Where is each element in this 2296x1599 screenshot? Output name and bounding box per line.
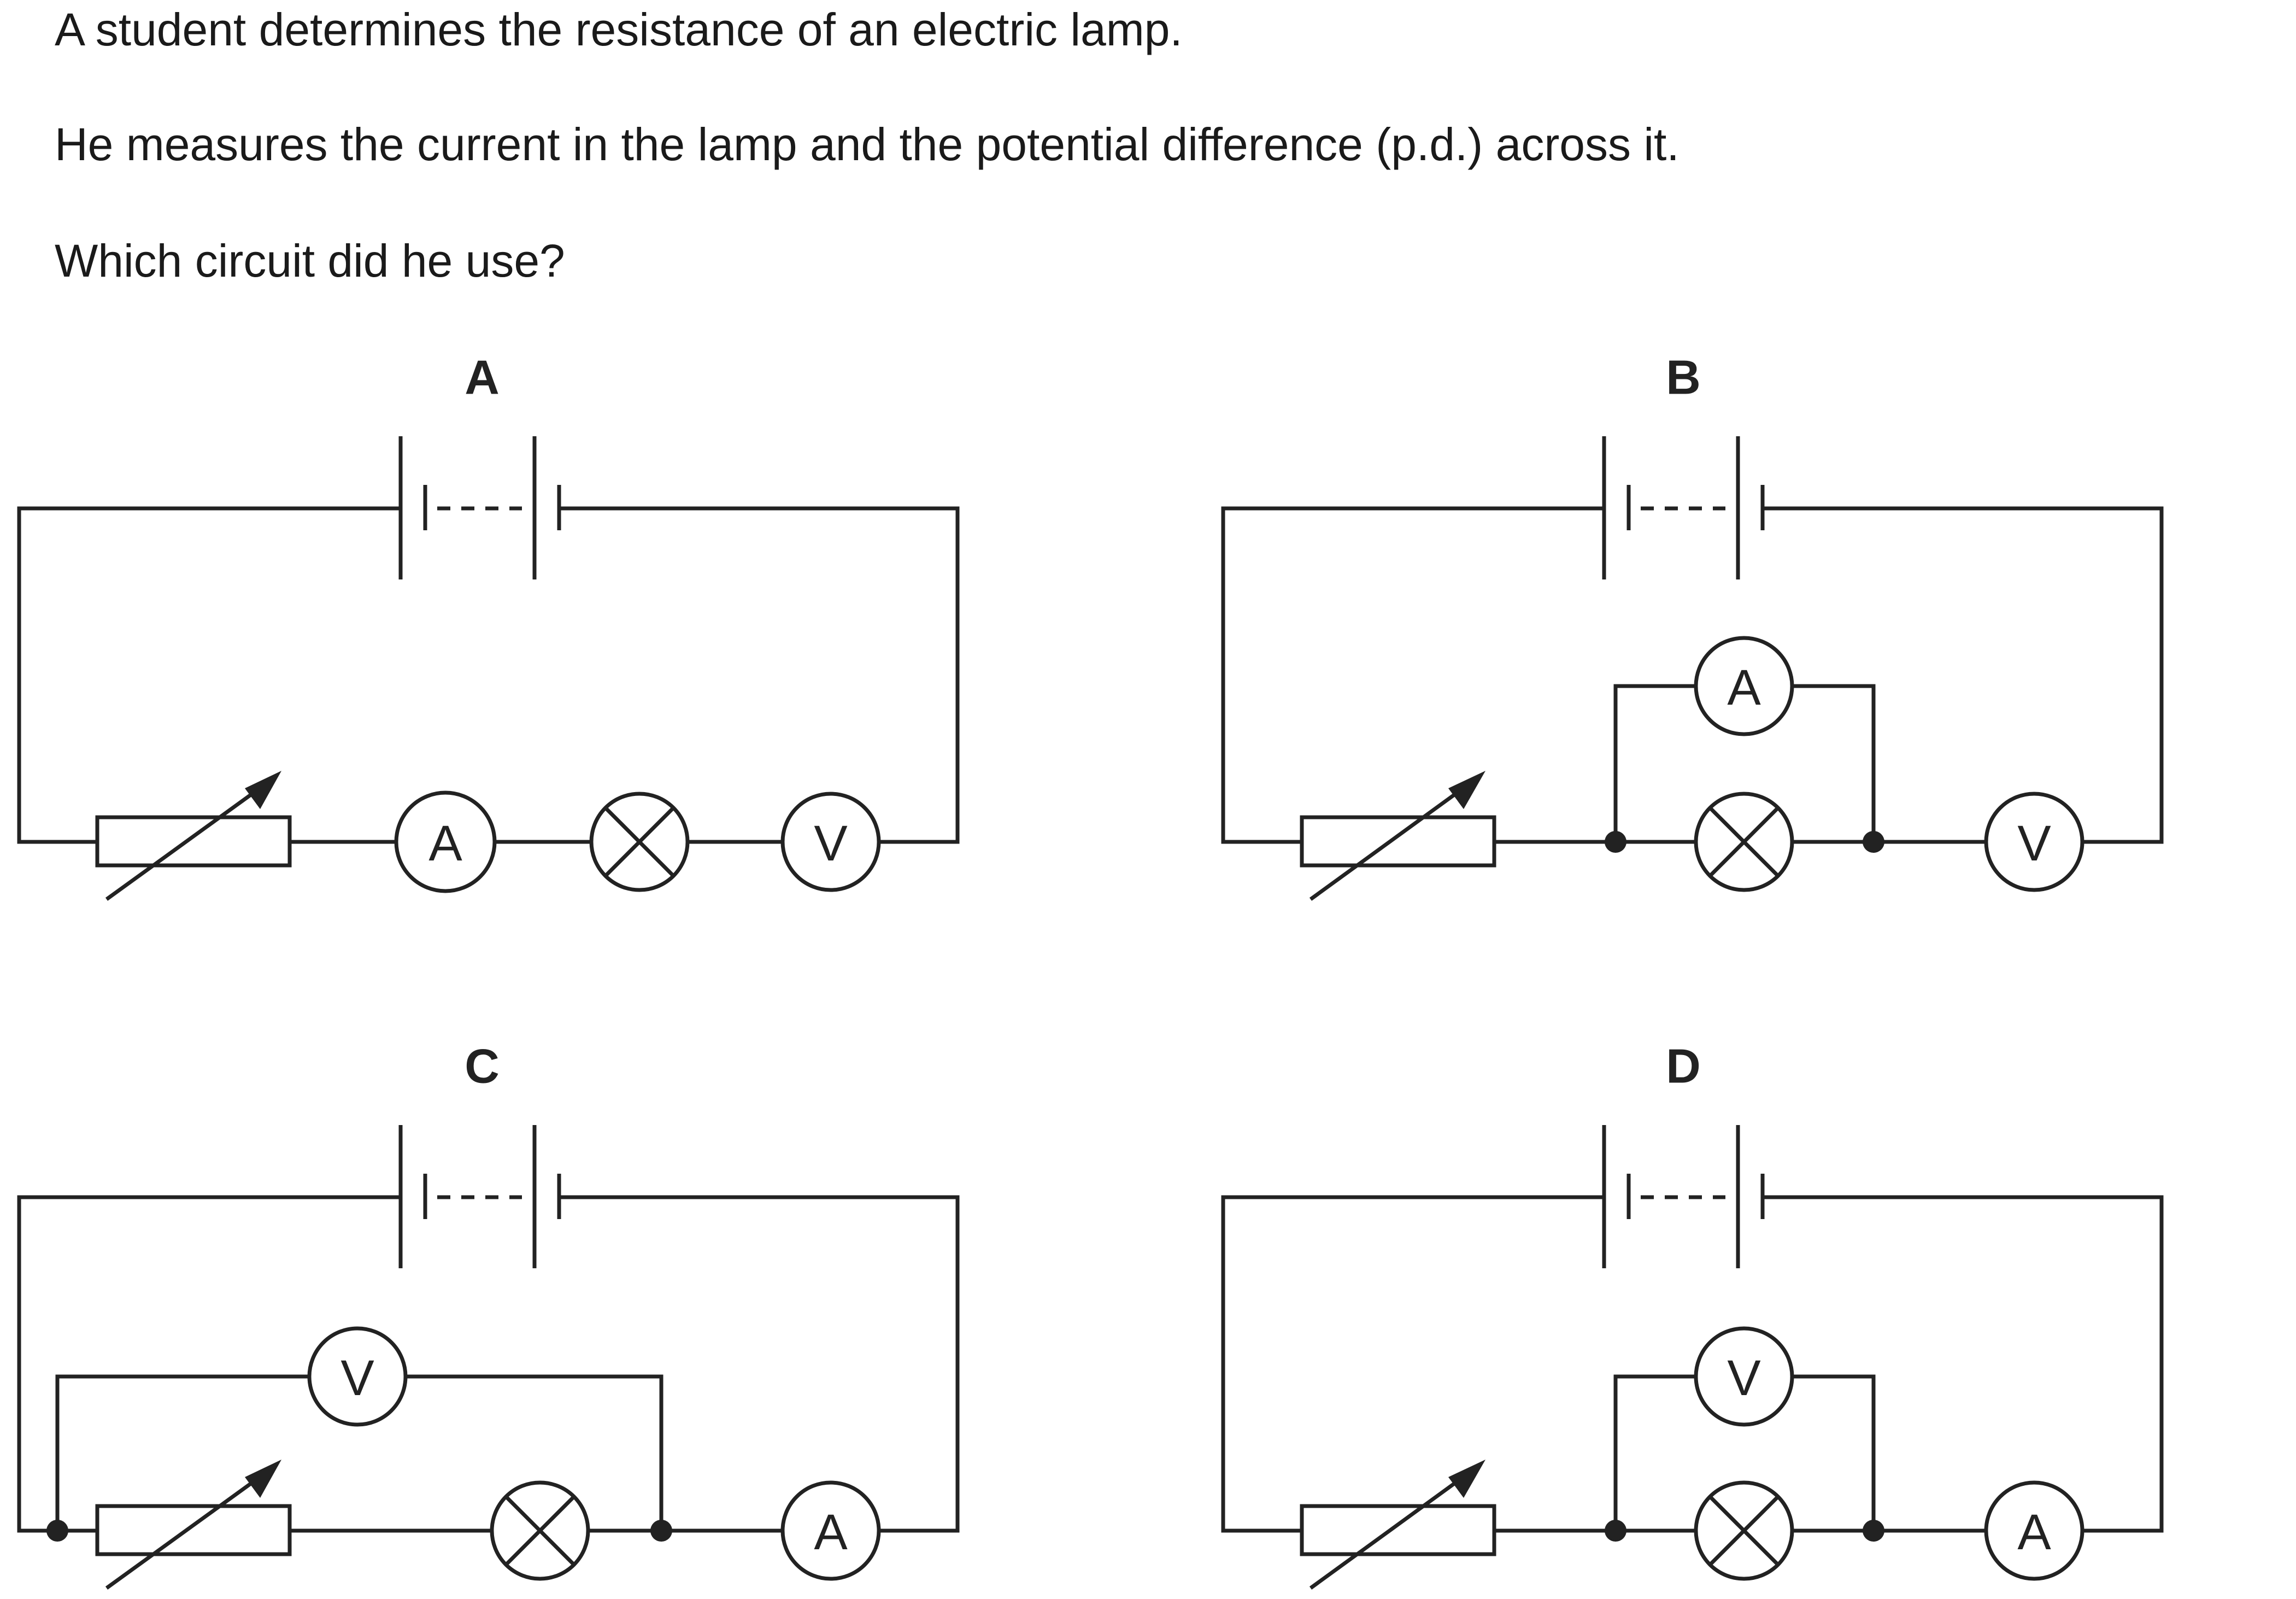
wire xyxy=(1763,506,2164,844)
wire xyxy=(1793,684,1876,842)
lamp-icon xyxy=(1694,1480,1794,1581)
question-line-1: A student determines the resistance of a… xyxy=(55,4,1183,55)
junction-dot-icon xyxy=(1605,1520,1626,1542)
variable-resistor-icon xyxy=(1300,771,1496,901)
ammeter-label: A xyxy=(2017,1504,2051,1560)
ammeter-icon: A xyxy=(780,1480,881,1581)
option-letter-a: A xyxy=(465,350,500,405)
battery-icon xyxy=(398,436,561,579)
junction-dot-icon xyxy=(46,1520,68,1542)
wire xyxy=(559,1195,960,1533)
voltmeter-label: V xyxy=(340,1350,374,1406)
ammeter-label: A xyxy=(1727,660,1761,716)
voltmeter-icon: V xyxy=(1984,792,2084,892)
variable-resistor-icon xyxy=(95,771,292,901)
voltmeter-icon: V xyxy=(1694,1326,1794,1427)
junction-dot-icon xyxy=(1605,831,1626,853)
lamp-icon xyxy=(1694,792,1794,892)
wire xyxy=(1221,1195,1604,1533)
wire xyxy=(1613,684,1695,842)
circuit-option-a: A A xyxy=(17,350,960,901)
ammeter-icon: A xyxy=(394,790,497,893)
option-letter-b: B xyxy=(1666,350,1701,405)
voltmeter-label: V xyxy=(814,816,847,871)
circuit-option-d: D V xyxy=(1221,1039,2164,1590)
variable-resistor-icon xyxy=(95,1460,292,1590)
variable-resistor-icon xyxy=(1300,1460,1496,1590)
ammeter-label: A xyxy=(428,816,462,871)
voltmeter-label: V xyxy=(2017,816,2051,871)
wire xyxy=(1763,1195,2164,1533)
junction-dot-icon xyxy=(650,1520,672,1542)
question-line-2: He measures the current in the lamp and … xyxy=(55,119,1680,170)
junction-dot-icon xyxy=(1863,1520,1884,1542)
voltmeter-label: V xyxy=(1727,1350,1760,1406)
ammeter-icon: A xyxy=(1984,1480,2084,1581)
question-line-3: Which circuit did he use? xyxy=(55,235,565,286)
ammeter-label: A xyxy=(814,1504,848,1560)
battery-icon xyxy=(398,1125,561,1268)
circuit-option-b: B A xyxy=(1221,350,2164,901)
wire xyxy=(406,1374,663,1531)
wire xyxy=(1613,1374,1695,1531)
battery-icon xyxy=(1602,436,1765,579)
battery-icon xyxy=(1602,1125,1765,1268)
option-letter-c: C xyxy=(465,1039,500,1093)
lamp-icon xyxy=(589,792,690,892)
wire xyxy=(1221,506,1604,844)
option-letter-d: D xyxy=(1666,1039,1701,1093)
circuit-option-c: C V xyxy=(17,1039,960,1590)
wire xyxy=(1793,1374,1876,1531)
wire xyxy=(55,1374,309,1531)
lamp-icon xyxy=(490,1480,590,1581)
wire xyxy=(559,506,960,844)
wire xyxy=(17,506,401,844)
voltmeter-icon: V xyxy=(307,1326,408,1427)
junction-dot-icon xyxy=(1863,831,1884,853)
ammeter-icon: A xyxy=(1694,636,1794,736)
voltmeter-icon: V xyxy=(780,792,881,892)
